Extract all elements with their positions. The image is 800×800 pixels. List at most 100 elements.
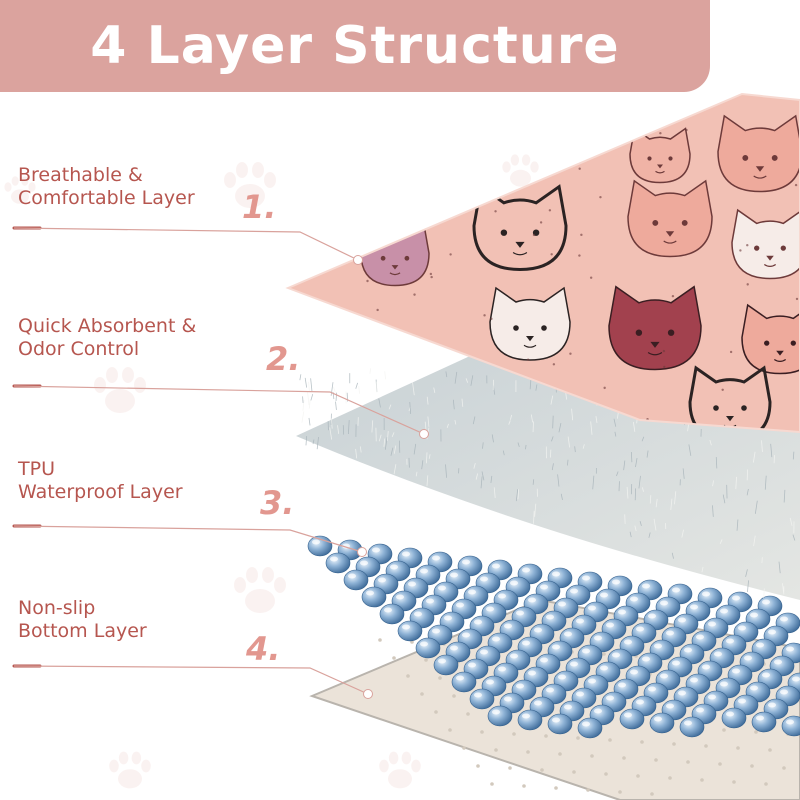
leader-line-1 <box>14 228 363 265</box>
print-dot <box>304 159 306 161</box>
fiber-strand <box>308 392 309 405</box>
fiber-strand <box>336 393 337 401</box>
bottom-dot <box>722 728 726 732</box>
print-dot <box>430 276 432 278</box>
fiber-strand <box>309 418 310 425</box>
print-dot <box>549 209 551 211</box>
bottom-dot <box>604 772 608 776</box>
layer-3-number: 3. <box>260 484 294 522</box>
bottom-dot <box>420 692 424 696</box>
print-dot <box>332 369 334 371</box>
bottom-dot <box>378 638 382 642</box>
bottom-dot <box>718 762 722 766</box>
print-dot <box>663 366 665 368</box>
bottom-dot <box>636 774 640 778</box>
bottom-dot <box>508 766 512 770</box>
tpu-bead <box>362 587 386 607</box>
print-dot <box>352 314 354 316</box>
print-dot <box>405 376 407 378</box>
bottom-dot <box>448 728 452 732</box>
tpu-bead <box>578 718 602 738</box>
print-dot <box>578 168 580 170</box>
bottom-dot <box>640 740 644 744</box>
print-dot <box>527 359 529 361</box>
bottom-dot <box>622 756 626 760</box>
print-dot <box>730 351 732 353</box>
print-dot <box>376 309 378 311</box>
layer-1-label-line-1: Breathable & <box>18 164 195 187</box>
print-dot <box>795 184 797 186</box>
print-dot <box>540 221 542 223</box>
fiber-strand <box>359 386 360 394</box>
bottom-dot <box>558 752 562 756</box>
print-dot <box>553 363 555 365</box>
print-dot <box>490 318 492 320</box>
print-dot <box>498 149 500 151</box>
bottom-dot <box>544 734 548 738</box>
print-dot <box>590 277 592 279</box>
bottom-dot <box>522 784 526 788</box>
layer-3-label-line-2: Waterproof Layer <box>18 481 183 504</box>
fiber-strand <box>336 402 337 410</box>
bottom-dot <box>668 776 672 780</box>
bottom-dot <box>462 746 466 750</box>
bottom-dot <box>438 676 442 680</box>
bottom-dot <box>602 652 606 656</box>
fiber-strand <box>631 452 632 462</box>
print-dot <box>580 234 582 236</box>
fiber-strand <box>356 383 358 389</box>
tpu-bead <box>470 689 494 709</box>
print-dot <box>500 138 502 140</box>
print-dot <box>739 249 741 251</box>
tpu-bead <box>344 570 368 590</box>
layer-4-label: Non-slip Bottom Layer <box>18 597 147 643</box>
tpu-bead <box>752 712 776 732</box>
layer-3-label-line-1: TPU <box>18 458 183 481</box>
print-dot <box>625 128 627 130</box>
bottom-dot <box>554 786 558 790</box>
layer-1-label-line-2: Comfortable Layer <box>18 187 195 210</box>
print-dot <box>413 293 415 295</box>
bottom-dot <box>434 710 438 714</box>
print-dot <box>444 123 446 125</box>
bottom-dot <box>466 712 470 716</box>
tpu-bead <box>680 717 704 737</box>
tpu-bead <box>326 553 350 573</box>
print-dot <box>419 206 421 208</box>
print-dot <box>685 129 687 131</box>
bottom-dot <box>736 746 740 750</box>
fiber-strand <box>311 394 313 400</box>
bottom-dot <box>452 694 456 698</box>
tpu-bead <box>518 710 542 730</box>
print-dot <box>578 254 580 256</box>
bottom-dot <box>494 748 498 752</box>
bottom-dot <box>424 658 428 662</box>
print-dot <box>569 352 571 354</box>
bottom-dot <box>764 782 768 786</box>
fiber-strand <box>650 495 651 503</box>
bottom-dot <box>750 764 754 768</box>
bottom-dot <box>732 780 736 784</box>
print-dot <box>301 123 303 125</box>
tpu-bead <box>650 713 674 733</box>
bottom-dot <box>572 770 576 774</box>
fiber-strand <box>311 378 312 391</box>
print-dot <box>663 350 665 352</box>
fiber-strand <box>309 382 310 391</box>
layer-2-label: Quick Absorbent & Odor Control <box>18 315 196 361</box>
print-dot <box>550 139 552 141</box>
print-dot <box>550 253 552 255</box>
tpu-bead <box>548 714 572 734</box>
fiber-strand <box>334 387 336 392</box>
fiber-strand <box>553 416 554 429</box>
layer-2-label-line-2: Odor Control <box>18 338 196 361</box>
tpu-bead <box>620 709 644 729</box>
print-dot <box>533 234 535 236</box>
bottom-dot <box>754 730 758 734</box>
bottom-dot <box>654 758 658 762</box>
bottom-dot <box>782 766 786 770</box>
print-dot <box>721 389 723 391</box>
fiber-strand <box>302 412 304 423</box>
layer-4-number: 4. <box>246 630 280 668</box>
